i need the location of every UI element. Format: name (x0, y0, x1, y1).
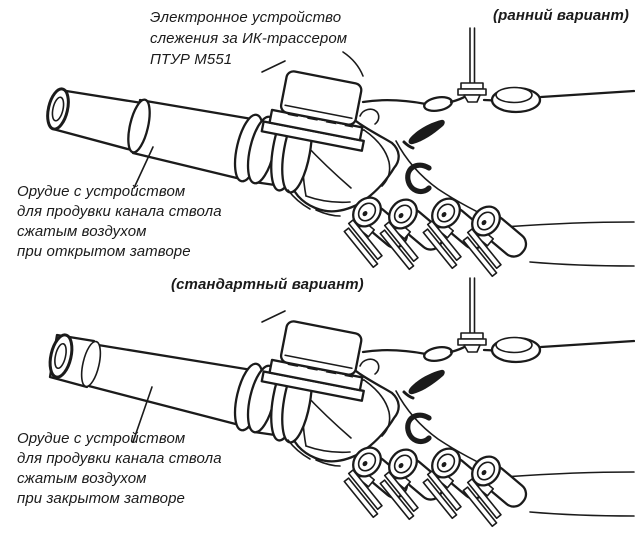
muzzle-bore (51, 96, 65, 122)
tracker-label-line3: ПТУР М551 (150, 51, 233, 68)
tracker-leader-line (342, 51, 364, 77)
tracker-device-label: Электронное устройство слежения за ИК-тр… (150, 7, 347, 70)
gun-closed-line4: при закрытом затворе (17, 490, 186, 507)
gun-closed-line1: Орудие с устройством (17, 430, 186, 447)
gun-open-line4: при открытом затворе (17, 243, 191, 260)
standard-variant-caption: (стандартный вариант) (171, 276, 364, 293)
tracker-label-line1: Электронное устройство (150, 9, 342, 26)
muzzle-bore (54, 342, 67, 370)
gun-closed-line2: для продувки канала ствола (17, 450, 222, 467)
early-variant-figure (46, 28, 634, 276)
gun-open-line1: Орудие с устройством (17, 183, 186, 200)
early-variant-caption: (ранний вариант) (493, 7, 629, 24)
gun-closed-line3: сжатым воздухом (17, 470, 147, 487)
gun-open-line2: для продувки канала ствола (17, 203, 222, 220)
gun-barrel-standard (48, 333, 288, 438)
gun-open-line3: сжатым воздухом (17, 223, 147, 240)
barrel-tube (83, 342, 260, 430)
gun-closed-breech-label: Орудие с устройством для продувки канала… (17, 429, 222, 509)
gun-barrel-early (46, 87, 288, 188)
turret-assembly-standard (262, 278, 634, 526)
gun-open-leader-line (133, 146, 154, 189)
muzzle-collar-step (80, 340, 102, 388)
gun-closed-leader-line (132, 386, 153, 443)
tracker-label-line2: слежения за ИК-трассером (150, 30, 348, 47)
gun-open-breech-label: Орудие с устройством для продувки канала… (17, 182, 222, 262)
barrel-step-ring (127, 98, 151, 154)
standard-variant-figure (48, 278, 634, 526)
